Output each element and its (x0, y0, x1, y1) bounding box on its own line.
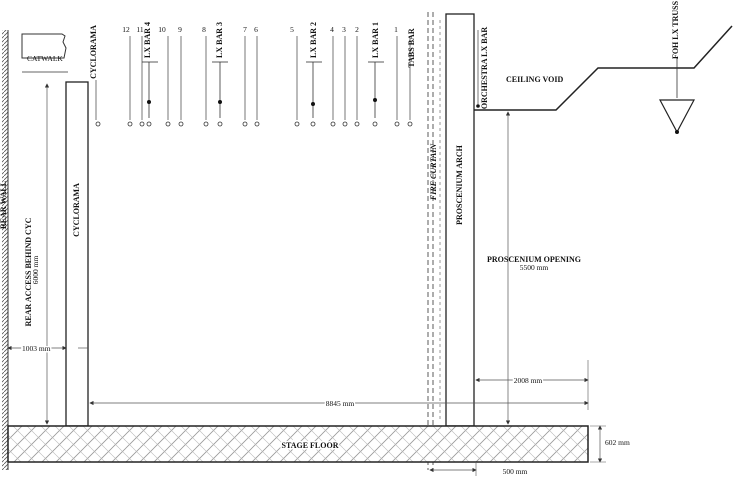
arch-width-dimension: 500 mm (503, 467, 528, 476)
stage-floor-label: STAGE FLOOR (282, 441, 339, 450)
foh-lx-truss (659, 99, 695, 134)
lx-bar-2: LX BAR 2 (306, 22, 322, 127)
stage-depth-dimension: 8845 mm (326, 399, 355, 408)
cyclorama-top-label: CYCLORAMA (89, 25, 98, 79)
stage-floor (7, 425, 589, 463)
lx-bar-3: LX BAR 3 (212, 22, 228, 127)
rear-wall (2, 30, 8, 470)
ceiling-void-label: CEILING VOID (506, 75, 563, 84)
floor-height-dimension: 602 mm (605, 438, 630, 447)
svg-text:LX BAR 3: LX BAR 3 (215, 22, 224, 58)
lx-bar-4: LX BAR 4 (142, 22, 158, 127)
svg-text:7: 7 (243, 25, 247, 34)
foh-lx-truss-label: FOH LX TRUSS (671, 0, 680, 59)
rear-access-dimension: 1003 mm (22, 344, 51, 353)
proscenium-arch-label: PROSCENIUM ARCH (455, 144, 464, 225)
svg-text:8: 8 (202, 25, 206, 34)
cyclorama-side-label: CYCLORAMA (72, 183, 81, 237)
rear-access-label: REAR ACCESS BEHIND CYC (24, 217, 33, 326)
cyclorama (65, 81, 89, 427)
svg-text:11: 11 (136, 25, 143, 34)
svg-text:3: 3 (342, 25, 346, 34)
svg-text:LX BAR 2: LX BAR 2 (309, 22, 318, 58)
svg-text:2: 2 (355, 25, 359, 34)
rear-wall-label: REAR WALL (0, 181, 8, 229)
proscenium-opening-label: PROSCENIUM OPENING (487, 255, 581, 264)
catwalk-label: CATWALK (27, 54, 63, 63)
lx-bar-1: LX BAR 1 (368, 22, 384, 127)
bar-numbers: 12 11 10 9 8 7 6 5 4 3 2 1 (122, 25, 398, 34)
fire-curtain-label: FIRE CURTAIN (429, 143, 438, 201)
svg-text:6: 6 (254, 25, 258, 34)
svg-text:12: 12 (122, 25, 130, 34)
svg-text:9: 9 (178, 25, 182, 34)
svg-text:1: 1 (394, 25, 398, 34)
svg-text:5: 5 (290, 25, 294, 34)
catwalk (21, 33, 67, 59)
apron-dimension: 2008 mm (514, 376, 543, 385)
svg-text:4: 4 (330, 25, 334, 34)
height-dimension: 6000 mm (31, 256, 40, 285)
proscenium-opening-dimension: 5500 mm (520, 263, 549, 272)
svg-text:LX BAR 4: LX BAR 4 (143, 22, 152, 58)
orchestra-lx-bar-label: ORCHESTRA LX BAR (480, 27, 489, 109)
tabs-bar-label: TABS BAR (407, 28, 416, 67)
flying-bars (127, 36, 413, 127)
proscenium-arch (445, 13, 475, 427)
svg-text:10: 10 (158, 25, 166, 34)
ceiling-void-outline (474, 25, 733, 111)
svg-text:LX BAR 1: LX BAR 1 (371, 22, 380, 58)
